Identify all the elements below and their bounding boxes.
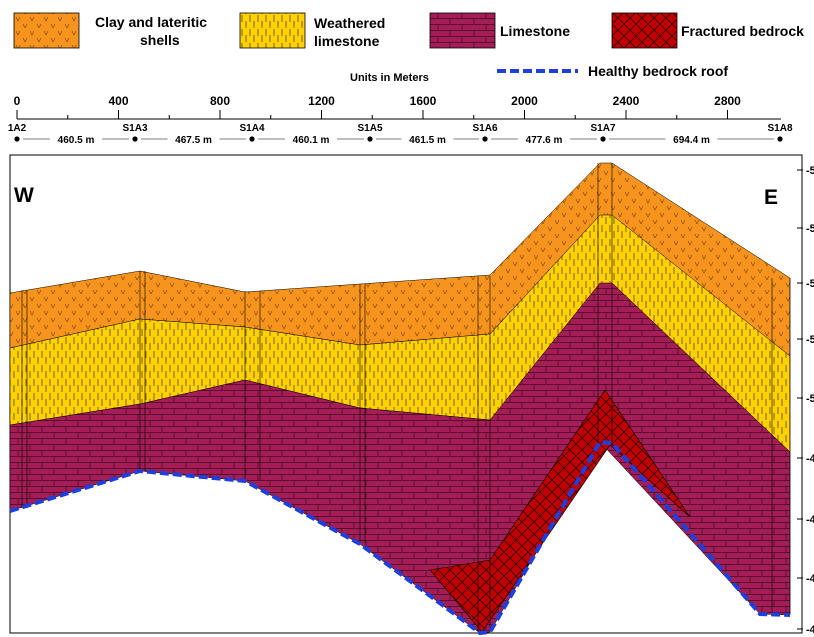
distance-label-bg (285, 132, 337, 145)
depth-tick-label: -550 (806, 278, 814, 290)
station-marker (132, 136, 138, 142)
station-label: S1A3 (122, 123, 147, 134)
station-marker (14, 136, 20, 142)
station-label: 1A2 (8, 123, 27, 134)
station-label: S1A5 (357, 123, 382, 134)
legend-label-limestone: Limestone (500, 23, 570, 39)
depth-tick-label: -570 (806, 223, 814, 235)
depth-tick-label: -470 (806, 514, 814, 526)
distance-label-bg (167, 132, 220, 145)
depth-tick-label: -490 (806, 453, 814, 465)
legend-label-fractured: Fractured bedrock (681, 23, 804, 39)
distance-label: 694.4 m (673, 135, 710, 146)
distance-label: 477.6 m (526, 135, 563, 146)
scale-tick-label: 2800 (714, 94, 741, 108)
scale-bar: Units in Meters 0 400 800 1200 1600 2000 2400 2… (14, 72, 781, 120)
west-label: W (14, 184, 34, 207)
depth-tick-label: -450 (806, 573, 814, 585)
scale-title: Units in Meters (350, 72, 429, 84)
legend-label-roof: Healthy bedrock roof (588, 63, 728, 79)
depth-tick-label: -530 (806, 334, 814, 346)
station-marker (482, 136, 488, 142)
legend: Clay and lateritic shells Weathered lime… (13, 12, 804, 79)
legend-swatch-clay (13, 12, 80, 49)
scale-tick-label: 1200 (308, 94, 335, 108)
distance-labels: 460.5 m 467.5 m 460.1 m 461.5 m 477.6 m 694.4… (23, 132, 774, 146)
distance-label-bg (518, 132, 570, 145)
distance-label: 467.5 m (175, 135, 212, 146)
scale-tick-label: 1600 (410, 94, 437, 108)
distance-label-bg (401, 132, 454, 145)
station-marker (600, 136, 606, 142)
healthy-bedrock-roof-line (9, 439, 791, 636)
distance-label: 461.5 m (409, 135, 446, 146)
station-label: S1A7 (590, 123, 615, 134)
station-marker (249, 136, 255, 142)
station-label: S1A4 (239, 123, 264, 134)
station-label: S1A8 (767, 123, 792, 134)
scale-tick-label: 2000 (511, 94, 538, 108)
scale-tick-label: 0 (14, 94, 21, 108)
cross-section-panel: W E -590 -570 -550 -530 -510 -490 -470 -450 -430 (9, 154, 814, 636)
legend-label-clay-line2: shells (140, 32, 180, 48)
scale-tick-label: 2400 (613, 94, 640, 108)
scale-ticks: 0 400 800 1200 1600 2000 2400 2800 (14, 94, 741, 119)
legend-label-clay-line1: Clay and lateritic (95, 14, 207, 30)
scale-tick-label: 400 (108, 94, 128, 108)
station-label: S1A6 (472, 123, 497, 134)
stations: 1A2 S1A3 S1A4 S1A5 S1A6 S1A7 S1A8 (8, 123, 793, 142)
station-marker (777, 136, 783, 142)
legend-swatch-limestone (429, 12, 496, 49)
borehole-columns (21, 163, 791, 632)
scale-tick-label: 800 (210, 94, 230, 108)
depth-scale: -590 -570 -550 -530 -510 -490 -470 -450 -430 (797, 165, 814, 636)
distance-label-bg (50, 132, 102, 145)
legend-swatch-weathered (239, 12, 306, 49)
distance-label: 460.1 m (293, 135, 330, 146)
station-marker (367, 136, 373, 142)
distance-label: 460.5 m (58, 135, 95, 146)
legend-label-weathered-line1: Weathered (314, 15, 385, 31)
depth-tick-label: -430 (806, 624, 814, 636)
station-row: 1A2 S1A3 S1A4 S1A5 S1A6 S1A7 S1A8 460.5 m 467.5… (8, 123, 793, 146)
east-label: E (764, 186, 778, 209)
depth-tick-label: -590 (806, 165, 814, 177)
distance-label-bg (665, 132, 718, 145)
depth-tick-label: -510 (806, 393, 814, 405)
legend-label-weathered-line2: limestone (314, 33, 380, 49)
legend-swatch-fractured (611, 12, 678, 49)
